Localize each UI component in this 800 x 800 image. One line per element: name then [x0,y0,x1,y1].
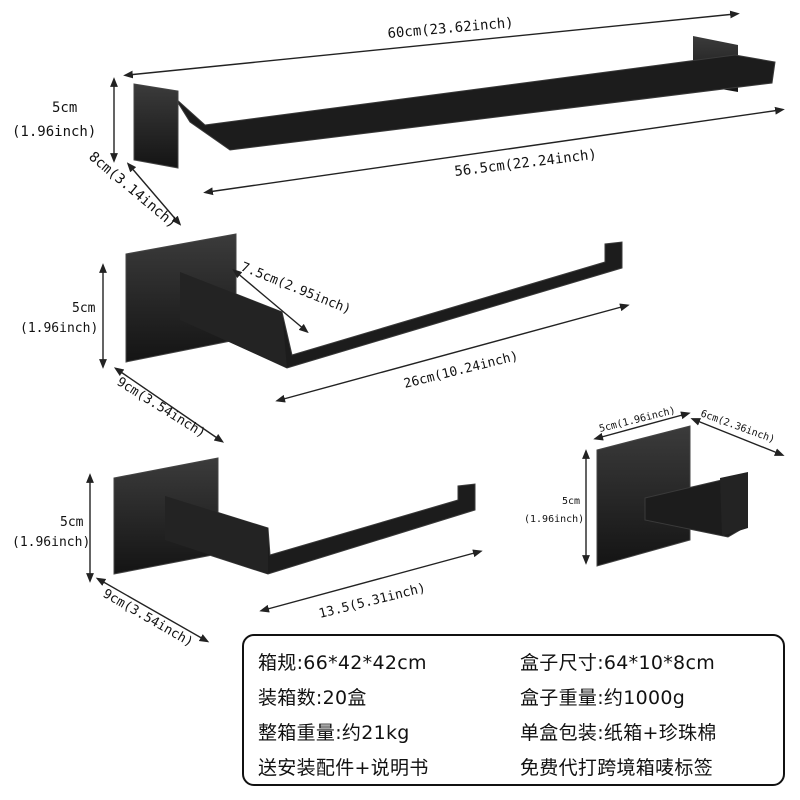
spec-carton-weight: 整箱重量:约21kg [258,722,410,744]
robe-hook-height-inch-label: (1.96inch) [524,514,584,525]
robe-hook-width-arrow [593,411,691,441]
towel-bar-rail [174,54,776,151]
robe-hook-tip [720,472,748,536]
towel-ring-base-arrow [113,367,225,443]
paper-holder-base-arrow [95,577,210,643]
paper-holder-height-label: 5cm [60,515,84,530]
spec-carton-qty: 装箱数:20盒 [258,687,367,709]
paper-holder-height-inch-label: (1.96inch) [12,535,90,550]
spec-labeling: 免费代打跨境箱唛标签 [520,757,714,779]
paper-holder [113,457,476,575]
towel-bar-length-arrow [203,106,785,196]
towel-bar-height-label: 5cm [52,100,77,116]
spec-accessories: 送安装配件+说明书 [258,757,429,779]
spec-box-weight: 盒子重量:约1000g [520,687,686,709]
paper-holder-arm-front [165,496,268,574]
towel-ring-base-label: 9cm(3.54inch) [114,375,208,442]
spec-box-size: 盒子尺寸:64*10*8cm [520,652,715,674]
towel-bar [133,36,776,169]
paper-holder-length-label: 13.5(5.31inch) [317,581,427,622]
towel-ring-length-arrow [275,303,630,403]
towel-bar-height-inch-label: (1.96inch) [12,124,96,140]
towel-ring-height-inch-label: (1.96inch) [20,321,98,336]
towel-ring [125,233,623,369]
robe-hook-height-label: 5cm [562,496,580,507]
towel-bar-length-label: 56.5cm(22.24inch) [454,147,598,180]
paper-holder-length-arrow [259,549,483,613]
towel-bar-depth-arrow [126,162,182,226]
towel-bar-width-arrow [123,10,740,79]
robe-hook-depth-arrow [690,418,785,456]
towel-ring-height-label: 5cm [72,301,96,316]
robe-hook [596,425,748,567]
towel-bar-left-plate [133,83,179,169]
spec-carton-size: 箱规:66*42*42cm [258,652,427,674]
robe-hook-depth-label: 6cm(2.36inch) [699,408,776,445]
spec-panel: 箱规:66*42*42cm 盒子尺寸:64*10*8cm 装箱数:20盒 盒子重… [242,634,785,786]
paper-holder-base-label: 9cm(3.54inch) [100,586,196,650]
spec-packaging: 单盒包装:纸箱+珍珠棉 [520,722,717,744]
towel-ring-length-label: 26cm(10.24inch) [402,349,520,392]
